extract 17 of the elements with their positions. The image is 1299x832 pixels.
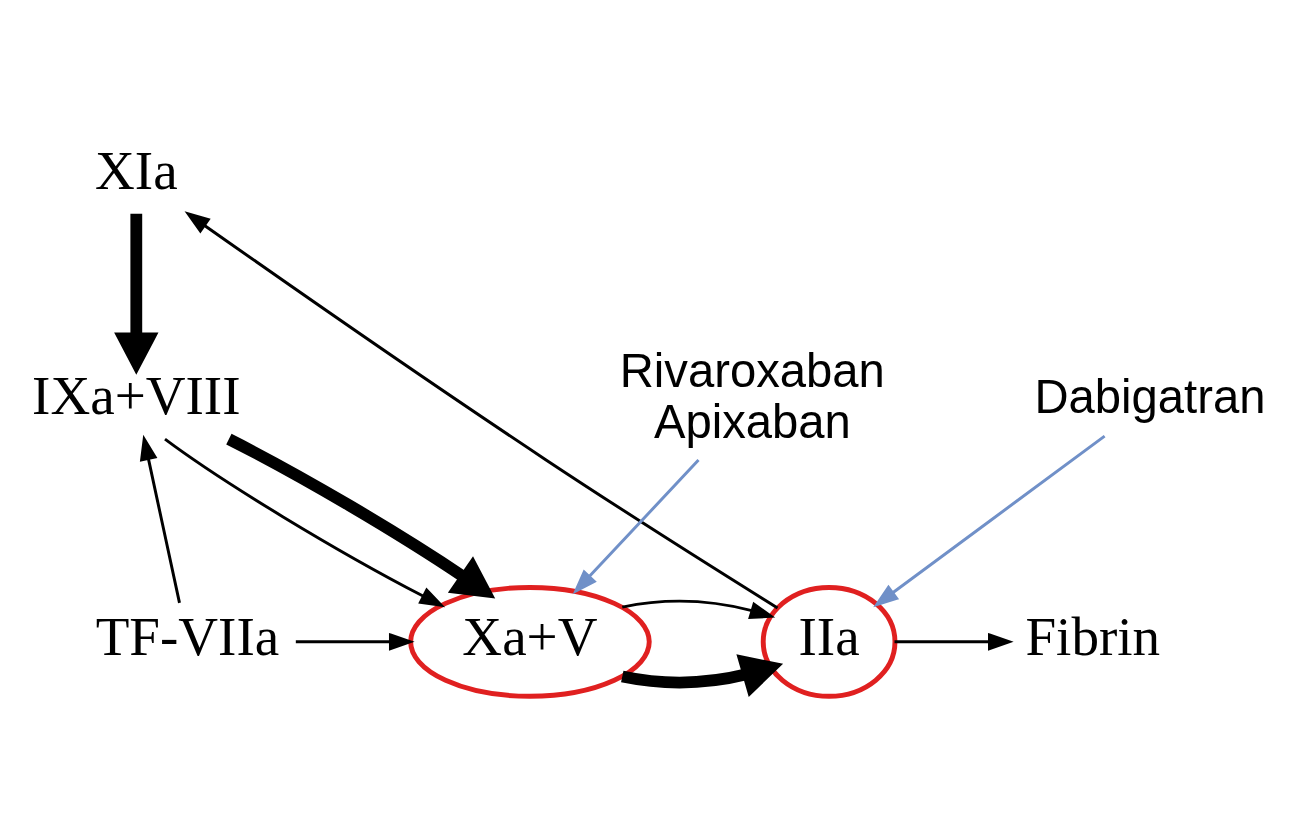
arrow: [295, 632, 415, 651]
arrow: [873, 434, 1106, 607]
node-text: XIa: [95, 139, 178, 201]
node-text: Fibrin: [1025, 605, 1161, 667]
arrow: [226, 433, 496, 599]
arrow: [164, 437, 446, 607]
node-text: IXa+VIII: [32, 364, 241, 426]
arrow: [139, 434, 181, 603]
arrow: [184, 210, 779, 609]
arrow: [572, 458, 700, 594]
arrow: [622, 599, 776, 619]
node-text: TF-VIIa: [95, 605, 280, 667]
node-text: Rivaroxaban Apixaban: [619, 343, 885, 448]
arrow: [114, 213, 159, 375]
arrow: [894, 632, 1014, 651]
node-text: Dabigatran: [1034, 369, 1266, 423]
arrow: [621, 653, 784, 697]
